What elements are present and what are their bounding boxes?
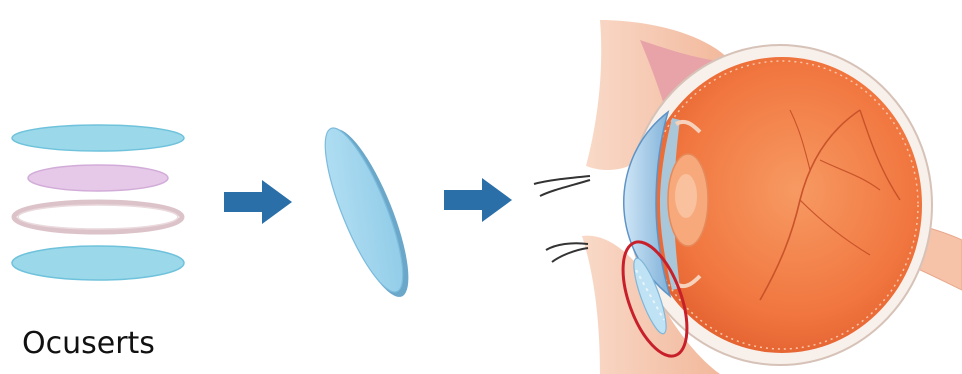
arrow-right-icon <box>224 180 292 224</box>
top-layer-disc <box>12 125 184 151</box>
arrow-right-icon <box>444 178 512 222</box>
ring-layer-inner <box>18 205 178 229</box>
drug-reservoir-layer <box>28 165 168 191</box>
eye-cross-section-icon <box>534 20 962 374</box>
layer-stack-icon <box>12 125 184 280</box>
ocular-insert-icon <box>311 120 424 305</box>
bottom-layer-disc <box>12 246 184 280</box>
ocuserts-label: Ocuserts <box>22 326 155 361</box>
